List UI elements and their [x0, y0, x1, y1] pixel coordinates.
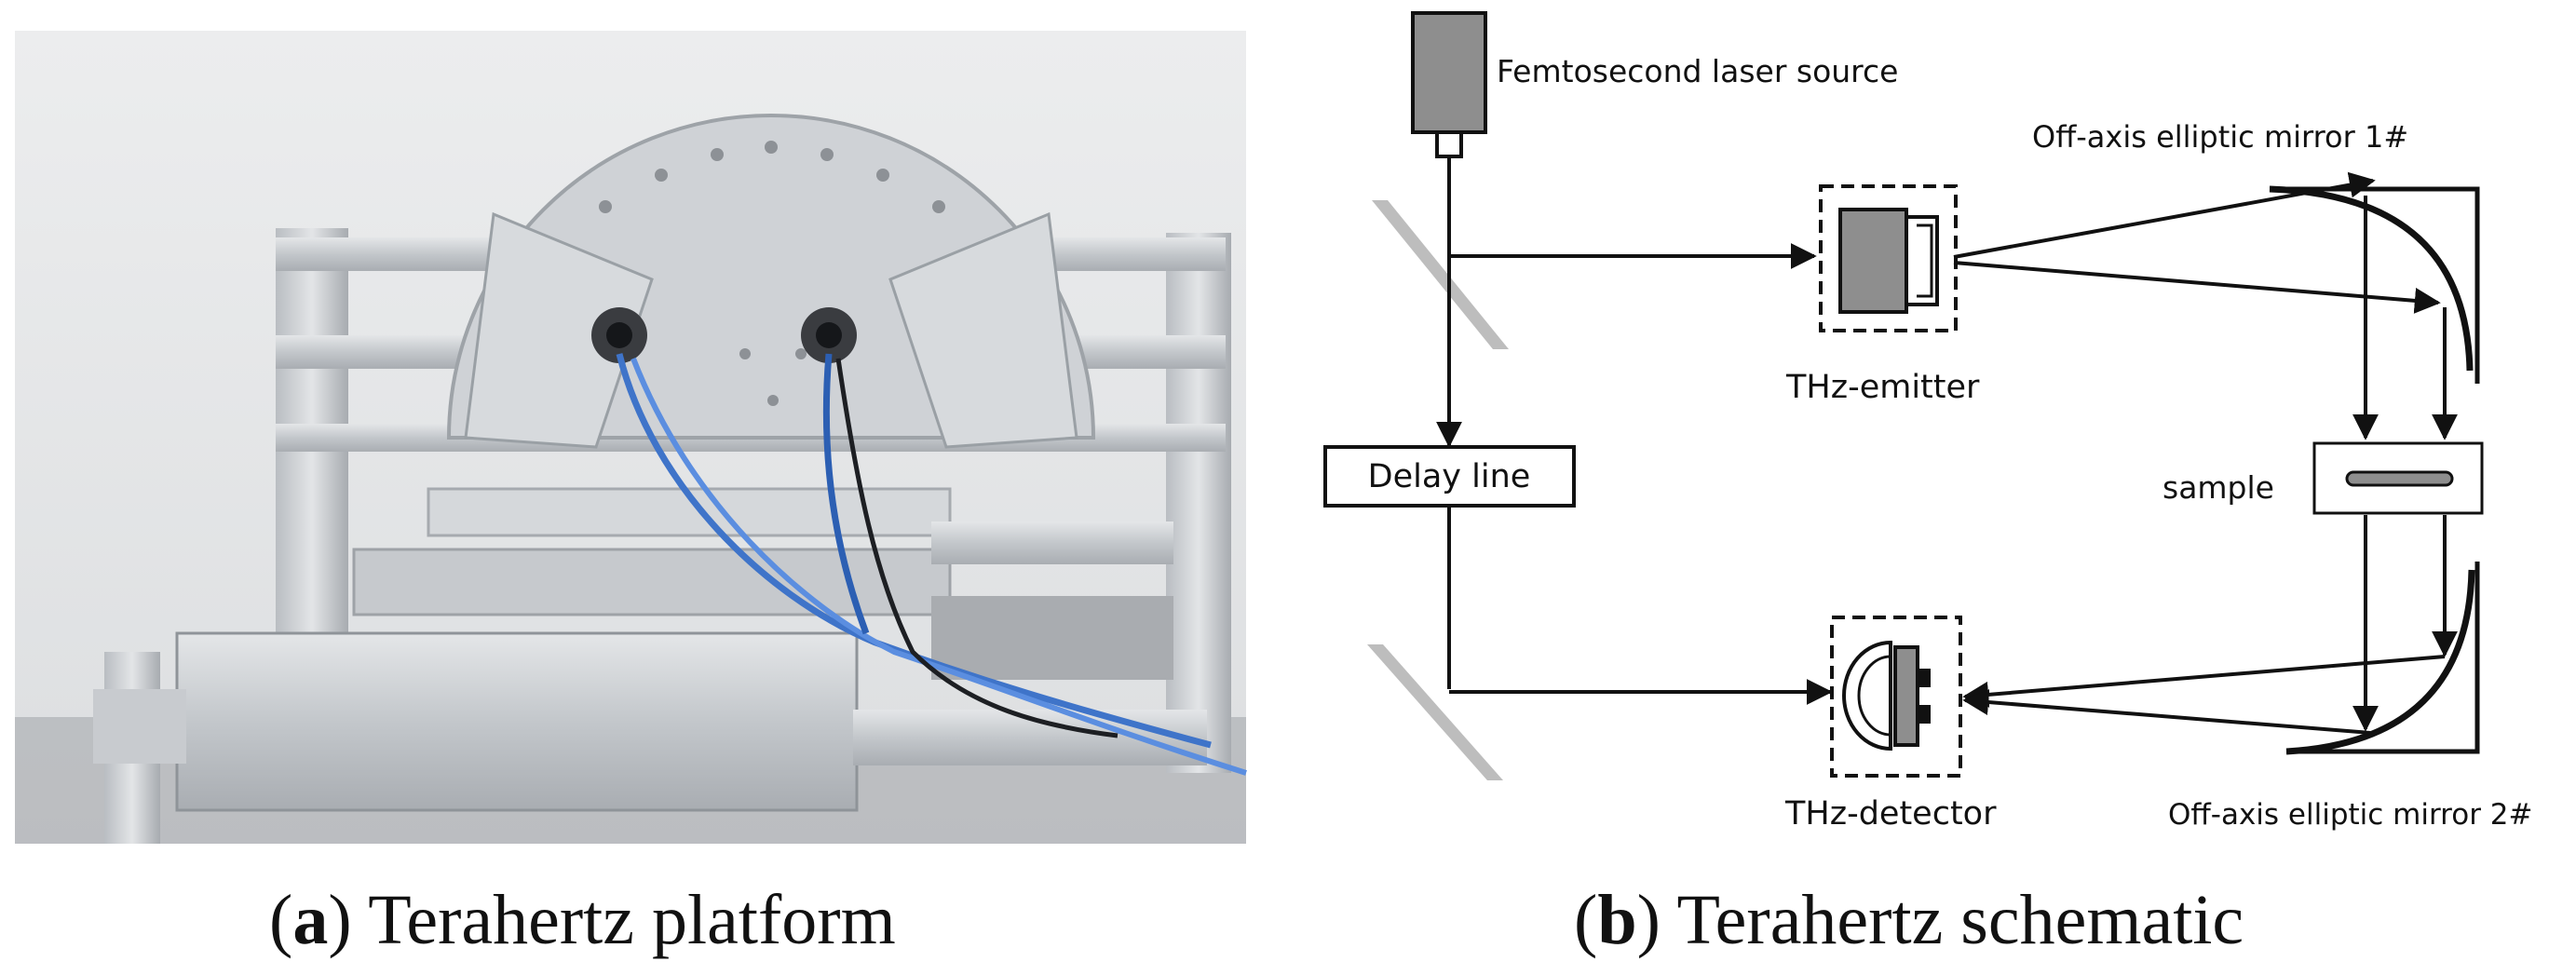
detector-pin-bottom: [1918, 705, 1931, 724]
detector-body: [1893, 645, 1919, 747]
cable-3: [822, 353, 870, 635]
arm-right: [888, 211, 1078, 449]
mirror-2-surface: [2285, 569, 2475, 755]
thz-beam-lower-1: [1962, 655, 2446, 708]
cable-4: [835, 358, 1119, 738]
label-laser: Femtosecond laser source: [1497, 53, 1898, 89]
label-mirror-2: Off-axis elliptic mirror 2#: [2168, 798, 2533, 832]
caption-b-text: ) Terahertz schematic: [1636, 881, 2244, 959]
mirror-1-frame: [2270, 186, 2480, 384]
caption-b-letter: b: [1597, 881, 1637, 959]
thz-beam-lower-2: [1962, 689, 2371, 735]
terahertz-schematic: [1323, 11, 2484, 780]
caption-a-letter: a: [292, 881, 329, 959]
label-emitter: THz-emitter: [1785, 369, 1980, 406]
detector-dashed-box: [1830, 616, 1962, 778]
sample-slab: [2345, 470, 2454, 487]
emitter-antenna-inner: [1917, 223, 1933, 298]
delay-line-box: [1323, 445, 1576, 508]
thz-beam-upper-2: [1953, 261, 2441, 314]
stage-middle: [352, 548, 952, 616]
cable-2: [630, 357, 1247, 776]
beam-splitter-lower: [1367, 644, 1503, 780]
caption-b: (b) Terahertz schematic: [1574, 881, 2244, 959]
detector-lens-inner: [1857, 655, 1891, 737]
arm-left: [464, 211, 654, 449]
emitter-body: [1838, 208, 1908, 314]
frame-post-left: [276, 228, 348, 712]
frame-post-right: [1166, 233, 1231, 773]
front-housing: [175, 631, 859, 812]
caption-a: (a) Terahertz platform: [269, 881, 896, 959]
platform-photo: [15, 31, 1247, 844]
label-sample: sample: [2162, 469, 2274, 506]
beam-splitter-upper: [1372, 200, 1509, 349]
laser-source-body: [1411, 11, 1487, 134]
label-detector: THz-detector: [1784, 795, 1997, 833]
stage-motor: [931, 596, 1173, 680]
label-delay-line: Delay line: [1368, 458, 1531, 495]
emitter-antenna: [1906, 215, 1939, 306]
detector-pin-top: [1918, 669, 1931, 687]
mirror-1-surface: [2269, 185, 2474, 372]
laser-source-nozzle: [1435, 130, 1463, 158]
stage-rod: [931, 521, 1173, 564]
caption-a-text: ) Terahertz platform: [328, 881, 896, 959]
front-endcap: [93, 689, 186, 764]
label-mirror-1: Off-axis elliptic mirror 1#: [2032, 119, 2408, 155]
detector-lens: [1842, 640, 1892, 752]
mirror-2-frame: [2286, 562, 2480, 754]
